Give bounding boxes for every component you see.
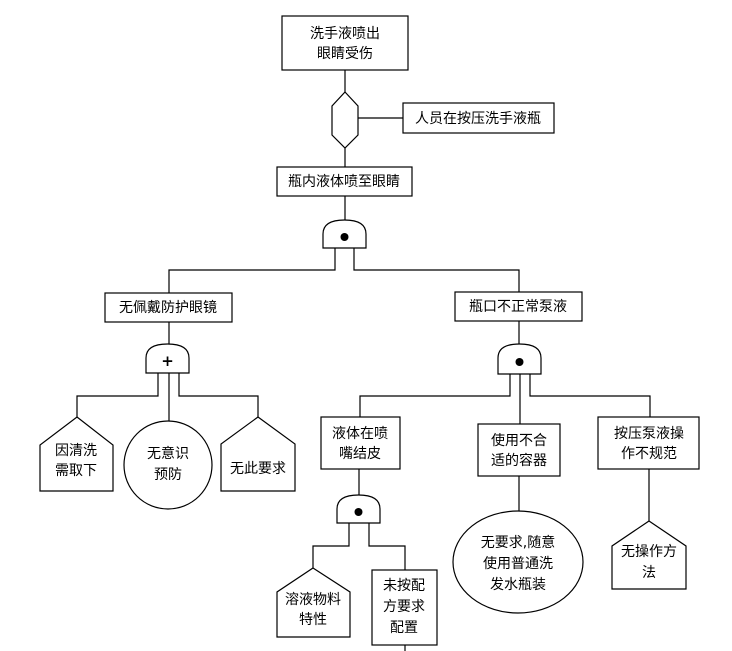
event-label: 方要求: [383, 599, 425, 615]
top-event[interactable]: 洗手液喷出 眼睛受伤: [281, 15, 409, 71]
wire-g1-e2: [168, 248, 336, 293]
intermediate-event[interactable]: 无佩戴防护眼镜: [104, 292, 233, 323]
condition-label: 人员在按压洗手液瓶: [415, 111, 541, 127]
event-label: 未按配: [383, 578, 425, 594]
event-label: 洗手液喷出: [310, 26, 380, 42]
intermediate-event[interactable]: 未按配 方要求 配置: [371, 569, 438, 646]
event-ellipse: [452, 510, 584, 614]
event-label: 发水瓶装: [490, 577, 546, 593]
wire-g2-x3: [178, 373, 259, 417]
condition-box: [402, 102, 555, 134]
house-shape: [220, 416, 296, 492]
intermediate-event[interactable]: 瓶内液体喷至眼睛: [276, 166, 413, 197]
house-shape: [39, 416, 114, 492]
event-label: 配置: [390, 620, 418, 636]
wire-g3-e4: [359, 374, 511, 417]
event-label: 特性: [299, 612, 327, 628]
event-label: 无佩戴防护眼镜: [119, 300, 217, 316]
connectors: [76, 70, 651, 651]
and-gate-dot: [340, 233, 349, 241]
event-label: 因清洗: [55, 443, 97, 459]
event-label: 无操作方: [621, 544, 677, 560]
and-gate[interactable]: [322, 219, 367, 249]
or-gate-symbol: +: [161, 352, 174, 370]
and-gate[interactable]: [497, 343, 542, 375]
event-label: 预防: [154, 467, 182, 483]
house-shape: [611, 520, 687, 590]
undeveloped-event[interactable]: 无要求,随意 使用普通洗 发水瓶装: [452, 510, 584, 614]
event-box: [371, 569, 438, 646]
event-label: 无意识: [147, 445, 189, 462]
event-label: 适的容器: [491, 452, 547, 469]
wire-g1-e3: [353, 248, 520, 292]
or-gate-icon: [145, 343, 190, 374]
wire-g3-e6: [529, 374, 651, 417]
event-box: [281, 15, 409, 71]
intermediate-event[interactable]: 使用不合 适的容器: [477, 423, 561, 477]
house-event[interactable]: 无操作方 法: [611, 520, 687, 590]
intermediate-event[interactable]: 瓶口不正常泵液: [454, 291, 583, 322]
intermediate-event[interactable]: 液体在喷 嘴结皮: [320, 416, 401, 470]
event-label: 液体在喷: [332, 426, 388, 442]
event-label: 无此要求: [230, 461, 286, 477]
house-shape: [276, 567, 351, 638]
house-event[interactable]: 因清洗 需取下: [39, 416, 114, 492]
event-label: 使用普通洗: [483, 555, 553, 572]
event-label: 需取下: [55, 463, 97, 479]
basic-event-circle: [123, 420, 213, 510]
or-gate[interactable]: +: [145, 343, 190, 374]
wire-g2-x1: [76, 373, 159, 417]
event-box: [104, 292, 233, 323]
house-event[interactable]: 无此要求: [220, 416, 296, 492]
event-label: 无要求,随意: [481, 534, 555, 551]
event-box: [454, 291, 583, 322]
inhibit-gate[interactable]: [331, 91, 359, 149]
event-box: [477, 423, 561, 477]
event-box: [597, 416, 700, 470]
condition-event[interactable]: 人员在按压洗手液瓶: [402, 102, 555, 134]
event-label: 溶液物料: [285, 592, 341, 608]
event-label: 法: [642, 565, 656, 581]
event-label: 瓶口不正常泵液: [469, 299, 567, 315]
house-event[interactable]: 溶液物料 特性: [276, 567, 351, 638]
event-label: 眼睛受伤: [317, 46, 373, 62]
basic-event[interactable]: 无意识 预防: [123, 420, 213, 510]
event-label: 按压泵液操: [614, 426, 684, 442]
event-label: 嘴结皮: [339, 446, 381, 462]
and-gate[interactable]: [336, 494, 381, 524]
wire-g4-e7: [368, 523, 406, 570]
event-label: 瓶内液体喷至眼睛: [288, 174, 400, 190]
and-gate-dot: [354, 508, 363, 516]
and-gate-dot: [515, 358, 524, 366]
event-box: [320, 416, 401, 470]
intermediate-event[interactable]: 按压泵液操 作不规范: [597, 416, 700, 470]
inhibit-gate-icon: [331, 91, 359, 149]
wire-g4-x4: [312, 523, 350, 568]
event-label: 使用不合: [491, 432, 547, 449]
event-label: 作不规范: [621, 445, 677, 462]
event-box: [276, 166, 413, 197]
